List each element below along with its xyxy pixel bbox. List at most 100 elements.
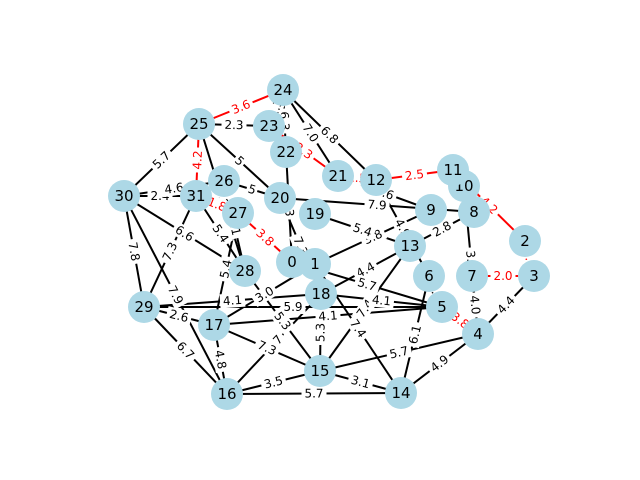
- node-circle[interactable]: [415, 194, 447, 226]
- node-1[interactable]: 1: [299, 248, 331, 280]
- node-label: 29: [134, 298, 153, 316]
- node-26[interactable]: 26: [208, 165, 240, 197]
- node-circle[interactable]: [456, 260, 488, 292]
- node-27[interactable]: 27: [222, 197, 254, 229]
- node-16[interactable]: 16: [211, 378, 243, 410]
- node-label: 21: [328, 167, 347, 185]
- node-label: 9: [426, 201, 436, 219]
- node-circle[interactable]: [183, 108, 215, 140]
- node-label: 18: [311, 285, 330, 303]
- edge-weight-7-4: 4.0: [466, 291, 484, 319]
- node-2[interactable]: 2: [509, 225, 541, 257]
- edge-weight-label: 5.7: [388, 344, 410, 362]
- edge-weight-bg: [427, 216, 457, 242]
- edge-weight-bg: [368, 292, 395, 309]
- node-0[interactable]: 0: [276, 246, 308, 278]
- node-label: 30: [114, 187, 133, 205]
- node-label: 0: [287, 253, 297, 271]
- node-6[interactable]: 6: [413, 260, 445, 292]
- node-13[interactable]: 13: [394, 230, 426, 262]
- node-circle[interactable]: [299, 198, 331, 230]
- node-15[interactable]: 15: [304, 355, 336, 387]
- node-17[interactable]: 17: [198, 309, 230, 341]
- node-circle[interactable]: [518, 260, 550, 292]
- node-30[interactable]: 30: [108, 180, 140, 212]
- node-circle[interactable]: [229, 255, 261, 287]
- node-circle[interactable]: [253, 110, 285, 142]
- edge-weight-bg: [345, 314, 371, 343]
- node-18[interactable]: 18: [305, 278, 337, 310]
- edge-weight-label: 3.1: [349, 373, 371, 392]
- edge-weight-bg: [313, 319, 328, 346]
- edge-weight-bg: [250, 282, 279, 307]
- node-circle[interactable]: [222, 197, 254, 229]
- edge-weight-label: 4.1: [371, 293, 391, 309]
- node-11[interactable]: 11: [437, 154, 469, 186]
- node-circle[interactable]: [299, 248, 331, 280]
- node-circle[interactable]: [208, 165, 240, 197]
- node-20[interactable]: 20: [264, 182, 296, 214]
- edge-weight-bg: [221, 117, 247, 133]
- node-label: 19: [305, 205, 324, 223]
- node-label: 8: [469, 203, 479, 221]
- node-circle[interactable]: [211, 378, 243, 410]
- node-19[interactable]: 19: [299, 198, 331, 230]
- node-label: 11: [443, 161, 462, 179]
- edge-weight-label: 2.5: [404, 167, 425, 183]
- node-circle[interactable]: [322, 160, 354, 192]
- edge-weight-bg: [385, 342, 413, 363]
- node-circle[interactable]: [108, 180, 140, 212]
- node-circle[interactable]: [394, 230, 426, 262]
- edge-weight-bg: [207, 219, 234, 248]
- node-7[interactable]: 7: [456, 260, 488, 292]
- node-31[interactable]: 31: [180, 180, 212, 212]
- edge-weight-15-4: 5.7: [385, 342, 413, 363]
- node-24[interactable]: 24: [267, 74, 299, 106]
- node-circle[interactable]: [267, 74, 299, 106]
- node-21[interactable]: 21: [322, 160, 354, 192]
- node-label: 25: [189, 115, 208, 133]
- edge-weight-label: 5.3: [313, 323, 327, 342]
- node-circle[interactable]: [462, 318, 494, 350]
- node-9[interactable]: 9: [415, 194, 447, 226]
- node-29[interactable]: 29: [128, 291, 160, 323]
- edge-weight-bg: [165, 306, 193, 326]
- node-circle[interactable]: [305, 278, 337, 310]
- node-circle[interactable]: [270, 136, 302, 168]
- node-25[interactable]: 25: [183, 108, 215, 140]
- node-12[interactable]: 12: [360, 164, 392, 196]
- node-circle[interactable]: [180, 180, 212, 212]
- edge-weight-label: 2.6: [168, 307, 190, 325]
- node-circle[interactable]: [276, 246, 308, 278]
- edge-weight-bg: [348, 219, 377, 241]
- node-5[interactable]: 5: [426, 291, 458, 323]
- node-23[interactable]: 23: [253, 110, 285, 142]
- node-22[interactable]: 22: [270, 136, 302, 168]
- node-circle[interactable]: [437, 154, 469, 186]
- edge-weight-bg: [244, 181, 260, 198]
- node-14[interactable]: 14: [385, 377, 417, 409]
- node-circle[interactable]: [426, 291, 458, 323]
- edge-weight-label: 3.5: [263, 373, 285, 391]
- node-circle[interactable]: [198, 309, 230, 341]
- node-circle[interactable]: [304, 355, 336, 387]
- node-circle[interactable]: [385, 377, 417, 409]
- edge-weight-1-14: 7.4: [345, 314, 371, 343]
- edge-weight-3-7: 2.0: [490, 269, 516, 283]
- node-circle[interactable]: [509, 225, 541, 257]
- node-circle[interactable]: [128, 291, 160, 323]
- node-3[interactable]: 3: [518, 260, 550, 292]
- edge-weight-24-25: 3.6: [226, 95, 256, 119]
- node-circle[interactable]: [458, 196, 490, 228]
- node-circle[interactable]: [360, 164, 392, 196]
- edge-weight-19-13: 5.4: [348, 219, 377, 241]
- node-8[interactable]: 8: [458, 196, 490, 228]
- edge-weight-15-14: 3.1: [346, 371, 375, 393]
- node-label: 15: [310, 362, 329, 380]
- node-28[interactable]: 28: [229, 255, 261, 287]
- node-4[interactable]: 4: [462, 318, 494, 350]
- node-circle[interactable]: [264, 182, 296, 214]
- edge-weight-label: 5: [246, 182, 257, 198]
- node-circle[interactable]: [413, 260, 445, 292]
